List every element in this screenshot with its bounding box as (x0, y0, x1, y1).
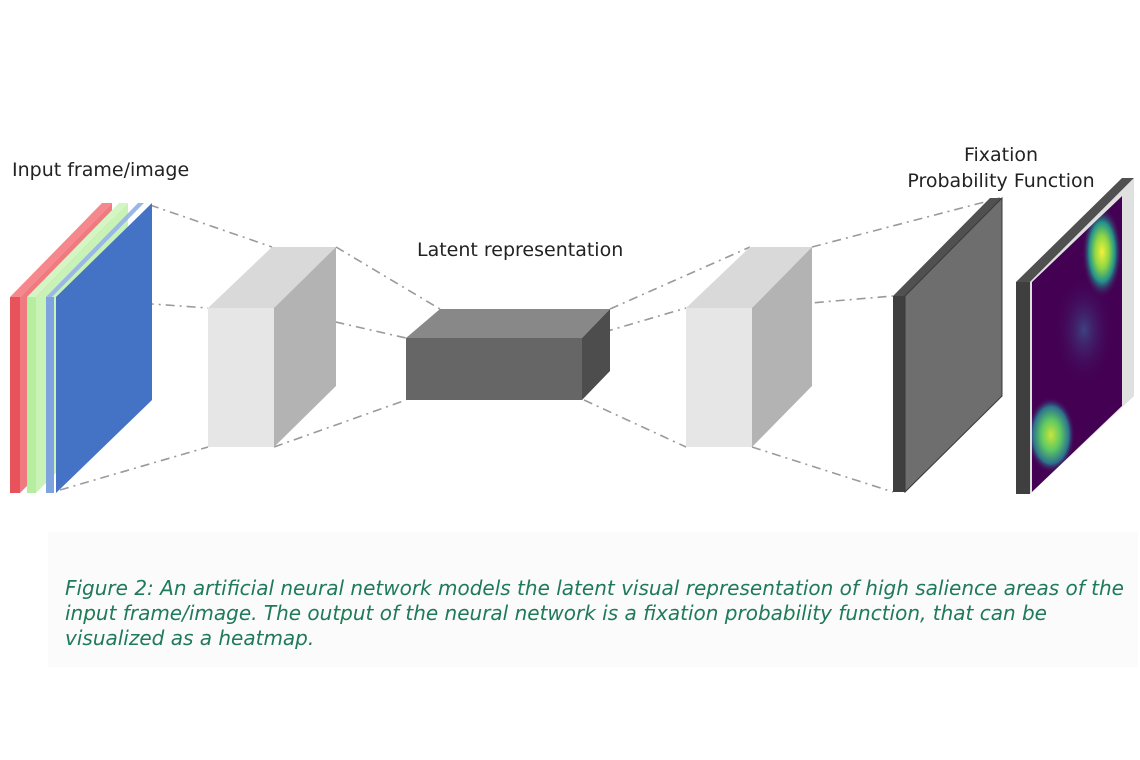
heatmap-hotspot (1032, 397, 1075, 473)
connector-line (811, 197, 1001, 248)
input-label: Input frame/image (12, 159, 190, 181)
connector-line (59, 446, 209, 491)
connector-line (583, 399, 687, 448)
latent-label: Latent representation (417, 239, 624, 261)
blue-channel-plane (46, 203, 152, 493)
encoder-block (208, 247, 336, 447)
heatmap-hotspot (1082, 206, 1122, 298)
caption-box (48, 532, 1138, 667)
output-label: Fixation Probability Function (903, 143, 1099, 194)
decoder-block (686, 247, 812, 447)
output-probability-plane (893, 196, 1003, 494)
connector-line (751, 446, 894, 493)
output-label-line1: Fixation (963, 144, 1039, 166)
output-label-line2: Probability Function (907, 169, 1095, 192)
connector-line (273, 399, 407, 448)
input-image-stack (10, 203, 152, 493)
neural-network-diagram (10, 178, 1134, 494)
connector-line (149, 204, 273, 248)
connector-line (583, 307, 687, 339)
connector-line (609, 246, 751, 310)
figure-caption: Figure 2: An artificial neural network m… (65, 576, 1124, 650)
fixation-heatmap (1016, 178, 1134, 494)
latent-block (406, 309, 610, 400)
